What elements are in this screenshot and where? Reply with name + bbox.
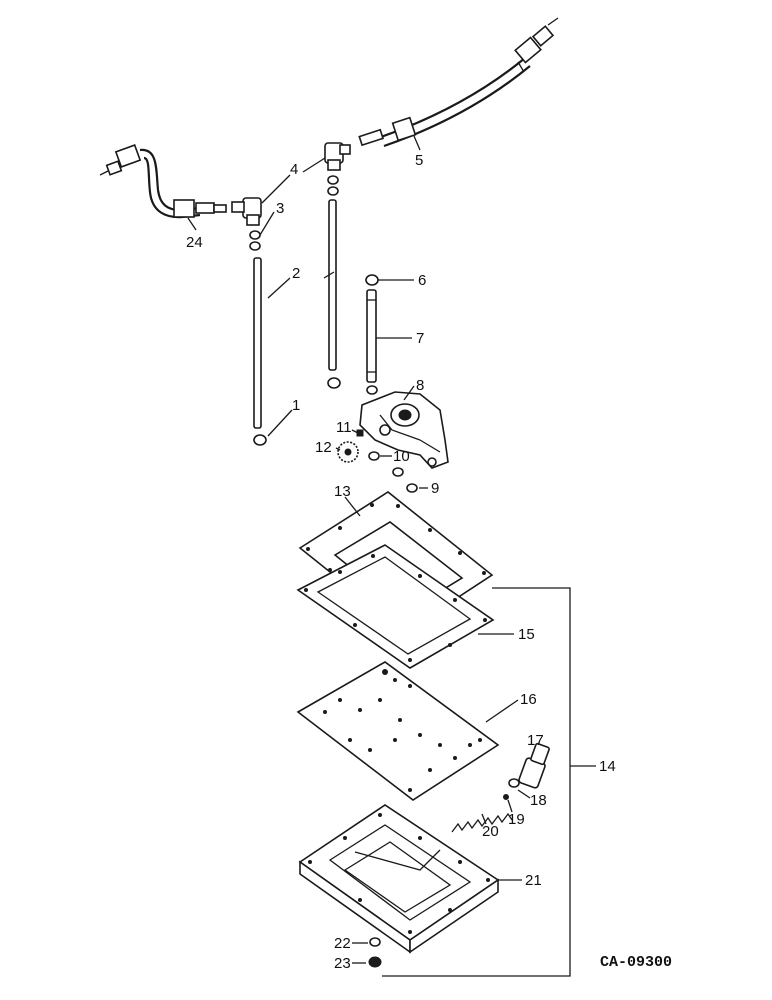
callout-1: 1 xyxy=(292,397,300,414)
callout-16: 16 xyxy=(520,691,537,708)
callout-23: 23 xyxy=(334,955,351,972)
callout-15: 15 xyxy=(518,626,535,643)
part-21-valve-body xyxy=(298,804,500,954)
part-10-washer-b xyxy=(392,467,404,477)
callout-11: 11 xyxy=(336,419,352,436)
callout-14: 14 xyxy=(599,758,616,775)
part-19-ball xyxy=(503,794,509,800)
callout-20: 20 xyxy=(482,823,499,840)
part-22-o-ring xyxy=(369,937,381,947)
part-5-oil-tube xyxy=(358,17,559,148)
callout-2: 2 xyxy=(292,265,300,282)
part-14-bracket xyxy=(382,587,571,977)
callout-9: 9 xyxy=(431,480,439,497)
part-20-spring xyxy=(451,812,513,833)
callout-8: 8 xyxy=(416,377,424,394)
part-16-separator-plate xyxy=(296,661,500,801)
part-4-elbow-fittings xyxy=(231,142,351,226)
part-7-shaft xyxy=(366,289,378,395)
part-23-plug xyxy=(368,956,382,968)
part-2-tubes xyxy=(253,199,337,429)
callout-10: 10 xyxy=(393,448,410,465)
leader-lines xyxy=(187,135,531,964)
part-24-bent-tube xyxy=(99,144,227,219)
diagram-code: CA-09300 xyxy=(600,954,672,971)
callout-12: 12 xyxy=(315,439,332,456)
callout-7: 7 xyxy=(416,330,424,347)
part-6-o-ring xyxy=(365,274,379,286)
callout-labels: 1 2 3 4 5 6 7 8 9 10 11 12 13 14 15 16 1… xyxy=(186,152,616,972)
part-9-o-ring xyxy=(406,483,418,493)
callout-5: 5 xyxy=(415,152,423,169)
part-17-valve xyxy=(518,742,550,789)
callout-17: 17 xyxy=(527,732,544,749)
part-10-washer xyxy=(368,451,380,461)
callout-4: 4 xyxy=(290,161,298,178)
callout-3: 3 xyxy=(276,200,284,217)
part-15-plate xyxy=(296,544,495,669)
callout-19: 19 xyxy=(508,811,525,828)
callout-24: 24 xyxy=(186,234,203,251)
callout-13: 13 xyxy=(334,483,351,500)
part-18-o-ring xyxy=(508,778,520,788)
part-1-o-rings xyxy=(253,377,341,446)
part-3-o-rings xyxy=(249,175,339,251)
callout-21: 21 xyxy=(525,872,542,889)
callout-6: 6 xyxy=(418,272,426,289)
part-8-pump-body xyxy=(359,391,449,469)
callout-22: 22 xyxy=(334,935,351,952)
callout-18: 18 xyxy=(530,792,547,809)
part-12-gear xyxy=(337,441,359,463)
